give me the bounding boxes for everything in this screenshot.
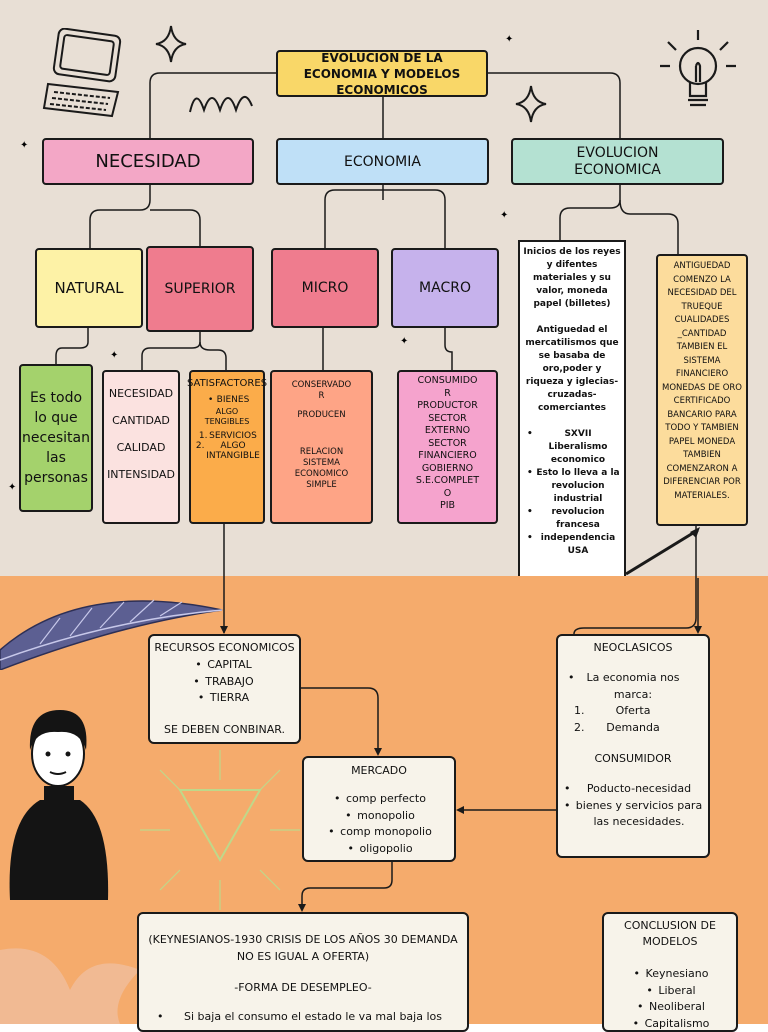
macro-item: S.E.COMPLET O xyxy=(416,475,479,500)
list-item: •revolucion francesa xyxy=(535,506,621,532)
history-list: •SXVII Liberalismo economico •Esto lo ll… xyxy=(523,428,621,558)
conclusion-box: CONCLUSION DE MODELOS Keynesiano Liberal… xyxy=(602,912,738,1032)
satisfactores-box: SATISFACTORES •BIENES ALGO TENGIBLES 1.S… xyxy=(189,370,265,524)
list-item: oligopolio xyxy=(318,841,454,858)
natural-description: Es todo lo que necesitan las personas xyxy=(19,364,93,512)
conclusion-list: Keynesiano Liberal Neoliberal Capitalism… xyxy=(604,966,736,1032)
list-item: •Si baja el consumo el estado le va mal … xyxy=(147,1010,459,1023)
sparkle-icon xyxy=(514,84,548,124)
satisfactor-item: 1.SERVICIOS xyxy=(191,431,263,441)
micro-item: PRODUCEN xyxy=(297,410,345,421)
laptop-icon xyxy=(40,28,130,120)
list-item: comp perfecto xyxy=(318,791,454,808)
keynes-text: (KEYNESIANOS-1930 CRISIS DE LOS AÑOS 30 … xyxy=(147,932,459,965)
economia-header: ECONOMIA xyxy=(276,138,489,185)
mercado-list: comp perfecto monopolio comp monopolio o… xyxy=(304,791,454,857)
star-icon: ✦ xyxy=(400,336,408,347)
micro-items: CONSERVADO R PRODUCEN RELACION SISTEMA E… xyxy=(270,370,373,524)
antiguedad-box: ANTIGUEDAD COMENZO LA NECESIDAD DEL TRUE… xyxy=(656,254,748,526)
micro-box: MICRO xyxy=(271,248,379,328)
page-title: EVOLUCION DE LA ECONOMIA Y MODELOS ECONO… xyxy=(276,50,488,97)
keynesianos-box: (KEYNESIANOS-1930 CRISIS DE LOS AÑOS 30 … xyxy=(137,912,469,1032)
list-item: TIERRA xyxy=(160,690,299,707)
recursos-list: CAPITAL TRABAJO TIERRA xyxy=(150,657,299,707)
list-item: 1.Oferta xyxy=(558,703,708,720)
neoclasicos-heading: NEOCLASICOS xyxy=(558,641,708,654)
satisfactor-item: 2.ALGO INTANGIBLE xyxy=(191,441,263,461)
person-illustration xyxy=(0,700,120,900)
micro-item: CONSERVADO R xyxy=(292,380,352,402)
list-item: CAPITAL xyxy=(160,657,299,674)
star-icon: ✦ xyxy=(20,140,28,151)
list-item: •independencia USA xyxy=(535,532,621,558)
keynes-subtitle: -FORMA DE DESEMPLEO- xyxy=(147,981,459,994)
list-item: monopolio xyxy=(318,808,454,825)
satisfactores-heading: SATISFACTORES xyxy=(187,378,267,389)
superior-box: SUPERIOR xyxy=(146,246,254,332)
list-item: TRABAJO xyxy=(160,674,299,691)
neoclasicos-box: NEOCLASICOS •La economia nos marca: 1.Of… xyxy=(556,634,710,858)
list-item: Keynesiano xyxy=(618,966,736,983)
lightbulb-icon xyxy=(656,26,740,116)
recursos-box: RECURSOS ECONOMICOS CAPITAL TRABAJO TIER… xyxy=(148,634,301,744)
list-item: •SXVII Liberalismo economico xyxy=(535,428,621,467)
evolucion-header: EVOLUCION ECONOMICA xyxy=(511,138,724,185)
natural-box: NATURAL xyxy=(35,248,143,328)
sparkle-icon xyxy=(154,24,188,64)
list-item: •Poducto-necesidad xyxy=(558,781,708,798)
satisfactor-item: •BIENES xyxy=(191,395,263,405)
necesidad-header: NECESIDAD xyxy=(42,138,254,185)
mercado-heading: MERCADO xyxy=(304,764,454,777)
list-item: •bienes y servicios para las necesidades… xyxy=(558,798,708,831)
macro-item: PIB xyxy=(440,500,455,513)
macro-item: GOBIERNO xyxy=(422,463,473,476)
macro-item: SECTOR FINANCIERO xyxy=(418,438,477,463)
history-paragraph: Antiguedad el mercatilismos que se basab… xyxy=(523,324,621,415)
flower-icon xyxy=(0,930,150,1024)
superior-item: CANTIDAD xyxy=(112,407,170,434)
star-icon: ✦ xyxy=(505,34,513,45)
superior-items: NECESIDAD CANTIDAD CALIDAD INTENSIDAD xyxy=(102,370,180,524)
list-item: 2.Demanda xyxy=(558,720,708,737)
neoclasicos-intro: •La economia nos marca: xyxy=(558,670,708,703)
list-item: Liberal xyxy=(618,983,736,1000)
macro-item: CONSUMIDO R xyxy=(418,375,478,400)
macro-item: PRODUCTOR xyxy=(417,400,478,413)
list-item: Neoliberal xyxy=(618,999,736,1016)
triangle-sunburst-icon xyxy=(140,750,300,910)
macro-box: MACRO xyxy=(391,248,499,328)
mercado-box: MERCADO comp perfecto monopolio comp mon… xyxy=(302,756,456,862)
star-icon: ✦ xyxy=(110,350,118,361)
recursos-heading: RECURSOS ECONOMICOS xyxy=(150,641,299,654)
list-item: comp monopolio xyxy=(318,824,454,841)
star-icon: ✦ xyxy=(500,210,508,221)
history-box: Inicios de los reyes y difentes material… xyxy=(518,240,626,576)
star-icon: ✦ xyxy=(8,482,16,493)
list-item: •Esto lo lleva a la revolucion industria… xyxy=(535,467,621,506)
history-paragraph: Inicios de los reyes y difentes material… xyxy=(523,246,621,311)
satisfactor-item: ALGO TENGIBLES xyxy=(205,407,250,427)
macro-items: CONSUMIDO R PRODUCTOR SECTOR EXTERNO SEC… xyxy=(397,370,498,524)
superior-item: NECESIDAD xyxy=(109,380,173,407)
conclusion-heading: CONCLUSION DE MODELOS xyxy=(604,918,736,950)
superior-item: CALIDAD xyxy=(117,434,166,461)
micro-item: RELACION xyxy=(300,447,343,458)
consumidor-heading: CONSUMIDOR xyxy=(558,752,708,765)
recursos-footer: SE DEBEN CONBINAR. xyxy=(150,723,299,736)
micro-item: SISTEMA ECONOMICO SIMPLE xyxy=(295,458,349,491)
scribble-icon xyxy=(186,82,256,122)
macro-item: SECTOR EXTERNO xyxy=(425,413,470,438)
superior-item: INTENSIDAD xyxy=(107,461,175,488)
